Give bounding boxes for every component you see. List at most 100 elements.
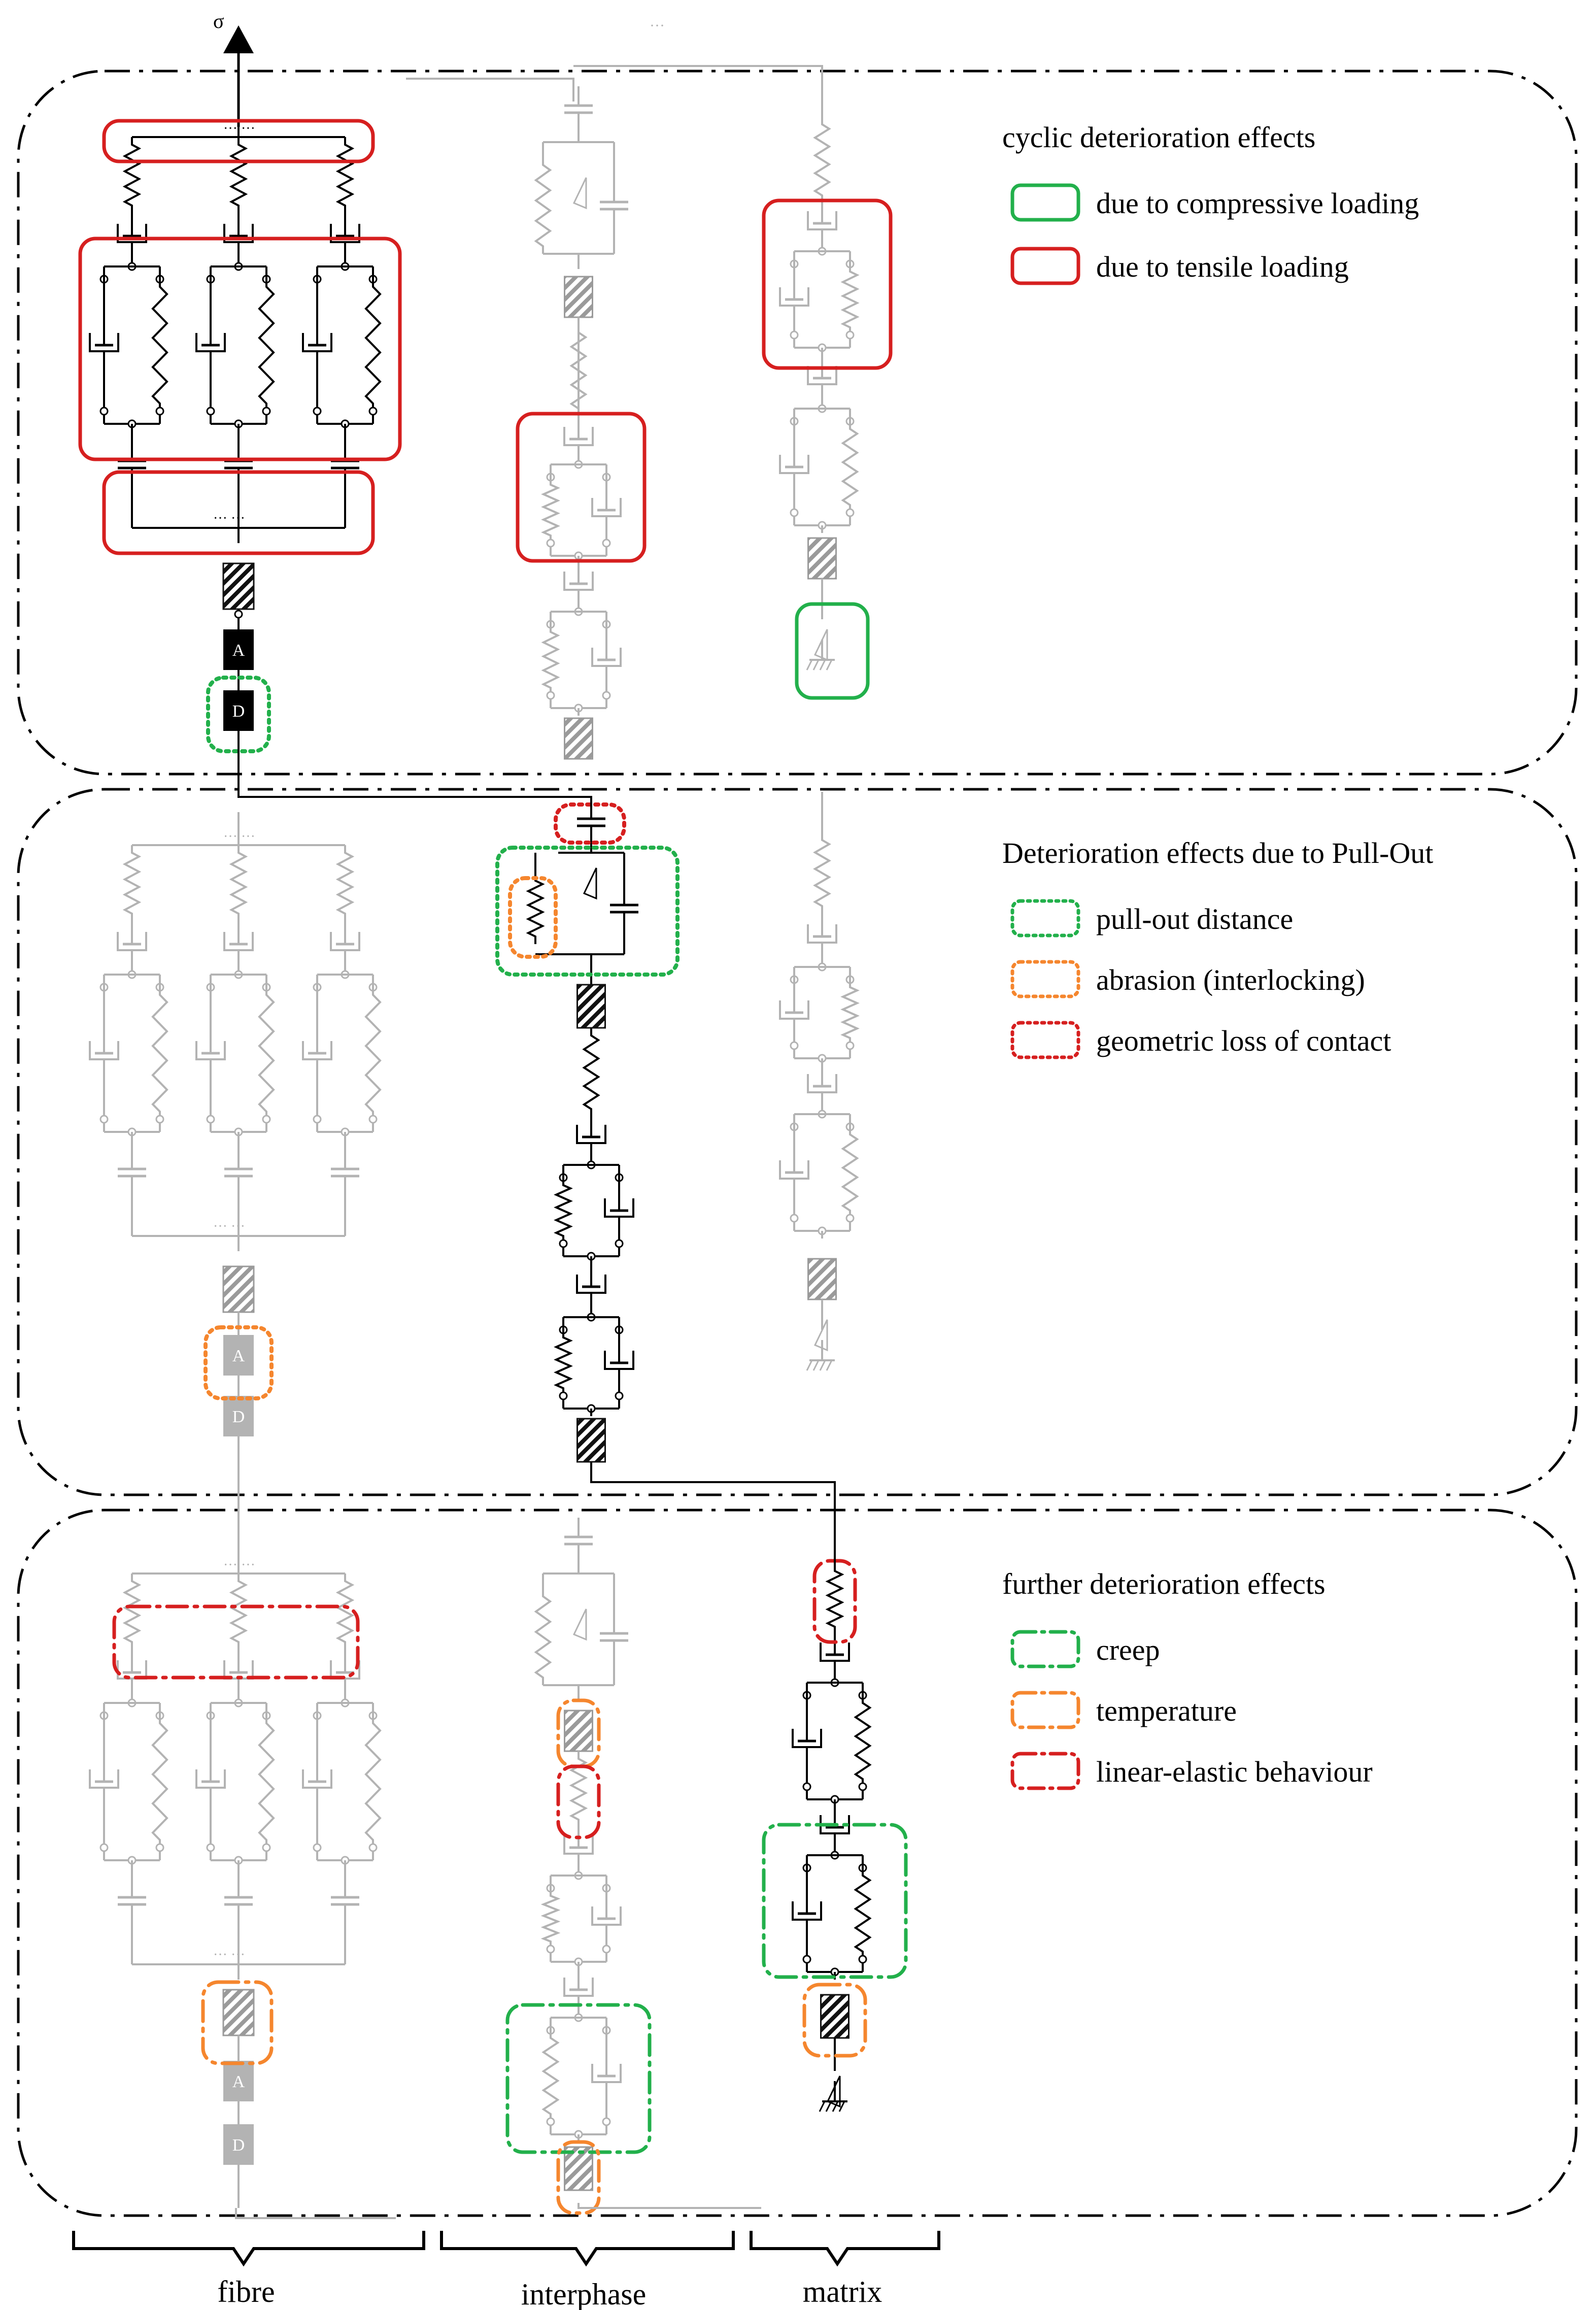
top-connector (406, 65, 823, 117)
interphase-to-matrix-connector (590, 1462, 836, 1563)
sigma-label: σ (213, 10, 224, 32)
legend-pullout-title: Deterioration effects due to Pull-Out (1002, 836, 1433, 869)
node (790, 1214, 799, 1223)
block-d-label: D (232, 2136, 245, 2155)
wire (826, 659, 833, 671)
hatched-element (564, 717, 593, 760)
hl-interphase-spring (508, 876, 558, 959)
node (790, 508, 799, 517)
spring-element (229, 1574, 248, 1650)
node (368, 1843, 378, 1852)
node (313, 1115, 322, 1124)
node (559, 1391, 568, 1400)
node (602, 1945, 611, 1954)
node (858, 1782, 867, 1791)
spring-element (813, 117, 831, 203)
hl-matrix-kelvin-creep (762, 1823, 908, 1979)
legend-further-label: linear-elastic behaviour (1096, 1755, 1373, 1788)
block-a-label: A (232, 2072, 245, 2091)
hl-interphase-kelvin (516, 412, 647, 563)
wire (812, 1360, 820, 1371)
node (615, 1391, 624, 1400)
hl-interphase-hatch-bottom (556, 2140, 601, 2215)
spring-element (526, 873, 545, 944)
legend-cyclic-label: due to compressive loading (1096, 187, 1419, 220)
hatched-element (222, 562, 255, 610)
wire (825, 2101, 832, 2112)
node (802, 1955, 811, 1964)
node (99, 407, 109, 416)
spring-element (854, 1868, 872, 1959)
hl-fibre-caps (102, 470, 375, 555)
hl-matrix-threshold (795, 602, 870, 700)
spring-element (364, 279, 382, 411)
column-label-interphase: interphase (521, 2278, 647, 2310)
node (546, 2117, 555, 2126)
node (206, 1843, 215, 1852)
wire (832, 2101, 839, 2112)
spring-element (364, 987, 382, 1119)
hl-fibre-a (203, 1325, 274, 1400)
spring-element (854, 1695, 872, 1787)
node (602, 2117, 611, 2126)
branch-dots: ··· ··· (213, 1219, 245, 1234)
node (99, 1115, 109, 1124)
top-dots: ··· (650, 17, 665, 34)
legend-further-label: temperature (1096, 1694, 1237, 1727)
node (559, 1239, 568, 1248)
panel-pullout (17, 788, 1578, 1496)
spring-element (541, 624, 560, 695)
node (602, 691, 611, 700)
node (313, 1843, 322, 1852)
column-label-matrix: matrix (803, 2275, 882, 2308)
hatched-element (807, 537, 837, 580)
bottom-connector (235, 2203, 761, 2219)
legend-pullout-label: abrasion (interlocking) (1096, 963, 1365, 996)
state-block (223, 2124, 254, 2165)
node (206, 407, 215, 416)
wire (819, 2101, 826, 2112)
node (790, 1041, 799, 1050)
spring-element (582, 1028, 600, 1117)
spring-element (229, 137, 248, 213)
threshold-element (583, 867, 597, 900)
legend-further-swatch-red (1010, 1752, 1080, 1790)
block-d-label: D (232, 1408, 245, 1426)
spring-element (151, 279, 168, 411)
legend-further-swatch-orange (1010, 1691, 1080, 1729)
spring-element (122, 845, 142, 921)
legend-further-title: further deterioration effects (1002, 1567, 1326, 1600)
hl-interphase-hatch (556, 1698, 601, 1768)
state-block (223, 1335, 254, 1376)
legend-cyclic-title: cyclic deterioration effects (1002, 121, 1315, 154)
node (802, 1782, 811, 1791)
hl-fibre-hatch (201, 1980, 274, 2065)
hl-interphase-creep (505, 2003, 652, 2154)
wire (826, 1360, 833, 1371)
spring-element (258, 987, 275, 1119)
panel-cyclic (17, 70, 1578, 776)
node (615, 1239, 624, 1248)
branch-dots: ··· ··· (213, 511, 245, 526)
legend-pullout-label: pull-out distance (1096, 902, 1293, 935)
legend-cyclic-swatch-green (1010, 183, 1080, 222)
block-d-label: D (232, 702, 245, 721)
legend-cyclic-swatch-red (1010, 247, 1080, 285)
hl-interphase-cap (554, 802, 626, 845)
node (546, 1945, 555, 1954)
node (155, 407, 164, 416)
hl-fibre-springs (112, 1604, 360, 1680)
threshold-element (572, 1609, 587, 1641)
interphase-brace (440, 2231, 735, 2267)
node (99, 1843, 109, 1852)
state-block (223, 690, 254, 731)
hl-interphase-spring (556, 1764, 601, 1839)
hatched-element (222, 1989, 255, 2036)
spring-element (364, 1716, 382, 1848)
spring-element (534, 1589, 552, 1685)
wire (819, 1360, 826, 1371)
spring-element (258, 279, 275, 411)
node (262, 1115, 271, 1124)
state-block (223, 629, 254, 670)
